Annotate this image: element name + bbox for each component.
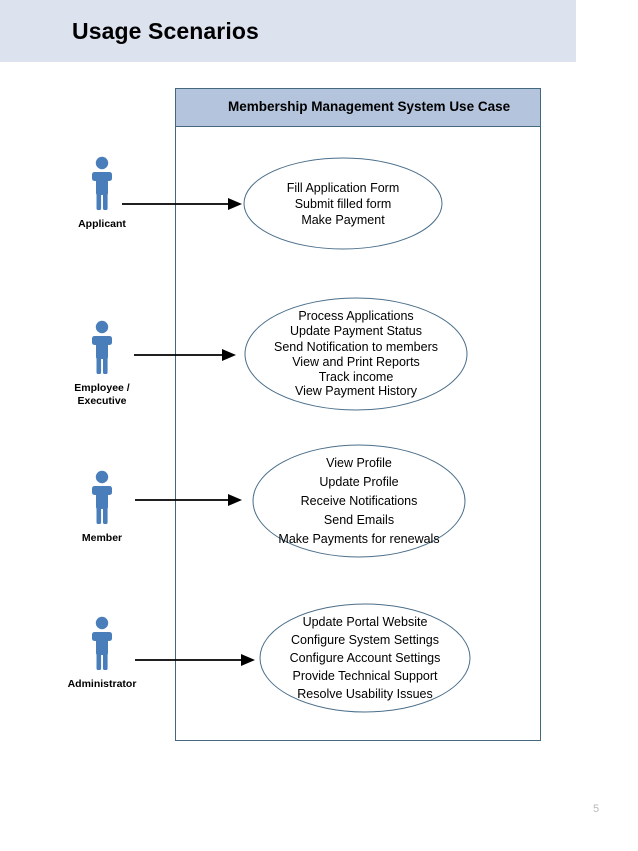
use-case-line: View Payment History bbox=[294, 383, 418, 398]
member-association bbox=[135, 494, 242, 506]
use-case-text: Fill Application Form Submit filled form… bbox=[243, 157, 443, 250]
use-case-ellipse bbox=[244, 297, 468, 411]
actor-employee-executive[interactable]: Employee / Executive bbox=[56, 320, 148, 408]
use-case-line: View Profile bbox=[326, 455, 392, 470]
employee-use-case[interactable]: Process Applications Update Payment Stat… bbox=[244, 297, 468, 411]
system-title-bar bbox=[176, 89, 540, 127]
use-case-line: Resolve Usability Issues bbox=[297, 687, 433, 701]
use-case-line: View and Print Reports bbox=[292, 355, 420, 370]
use-case-ellipse bbox=[259, 603, 471, 713]
use-case-ellipse bbox=[243, 157, 443, 250]
administrator-use-case[interactable]: Update Portal Website Configure System S… bbox=[259, 603, 471, 713]
use-case-line: Make Payment bbox=[301, 212, 385, 227]
system-title-label: Membership Management System Use Case bbox=[228, 99, 511, 114]
actor-label: Employee / Executive bbox=[74, 382, 130, 407]
page-title: Usage Scenarios bbox=[72, 18, 259, 44]
applicant-association bbox=[122, 198, 242, 210]
use-case-line: Configure Account Settings bbox=[289, 651, 441, 665]
use-case-line: Update Payment Status bbox=[289, 324, 423, 339]
page-number: 5 bbox=[592, 803, 600, 815]
use-case-line: Fill Application Form bbox=[286, 180, 400, 195]
member-use-case[interactable]: View Profile Update Profile Receive Noti… bbox=[252, 444, 466, 558]
administrator-association bbox=[135, 654, 255, 666]
use-case-text: View Profile Update Profile Receive Noti… bbox=[252, 444, 466, 558]
use-case-line: Track income bbox=[318, 369, 394, 384]
actor-label: Member bbox=[81, 532, 123, 544]
use-case-line: Send Emails bbox=[323, 512, 395, 527]
actor-person-icon bbox=[92, 616, 112, 670]
use-case-line: Receive Notifications bbox=[300, 493, 418, 508]
use-case-line: Update Portal Website bbox=[302, 615, 428, 629]
use-case-line: Submit filled form bbox=[294, 196, 392, 211]
use-case-line: Process Applications bbox=[298, 308, 414, 323]
slide-header-band bbox=[0, 0, 576, 62]
use-case-line: Make Payments for renewals bbox=[278, 531, 440, 546]
use-case-line: Configure System Settings bbox=[291, 633, 439, 647]
actor-member[interactable]: Member bbox=[56, 470, 148, 545]
actor-person-icon bbox=[92, 470, 112, 524]
use-case-line: Update Profile bbox=[319, 474, 399, 489]
use-case-line: Provide Technical Support bbox=[292, 669, 438, 683]
actor-person-icon bbox=[92, 156, 112, 210]
applicant-use-case[interactable]: Fill Application Form Submit filled form… bbox=[243, 157, 443, 250]
use-case-text: Update Portal Website Configure System S… bbox=[259, 603, 471, 713]
use-case-ellipse bbox=[252, 444, 466, 558]
employee-association bbox=[134, 349, 236, 361]
actor-label: Administrator bbox=[67, 678, 137, 690]
actor-administrator[interactable]: Administrator bbox=[56, 616, 148, 691]
use-case-text: Process Applications Update Payment Stat… bbox=[244, 297, 468, 411]
actor-person-icon bbox=[92, 320, 112, 374]
actor-applicant[interactable]: Applicant bbox=[56, 156, 148, 231]
use-case-line: Send Notification to members bbox=[274, 339, 438, 354]
actor-label: Applicant bbox=[78, 218, 126, 230]
